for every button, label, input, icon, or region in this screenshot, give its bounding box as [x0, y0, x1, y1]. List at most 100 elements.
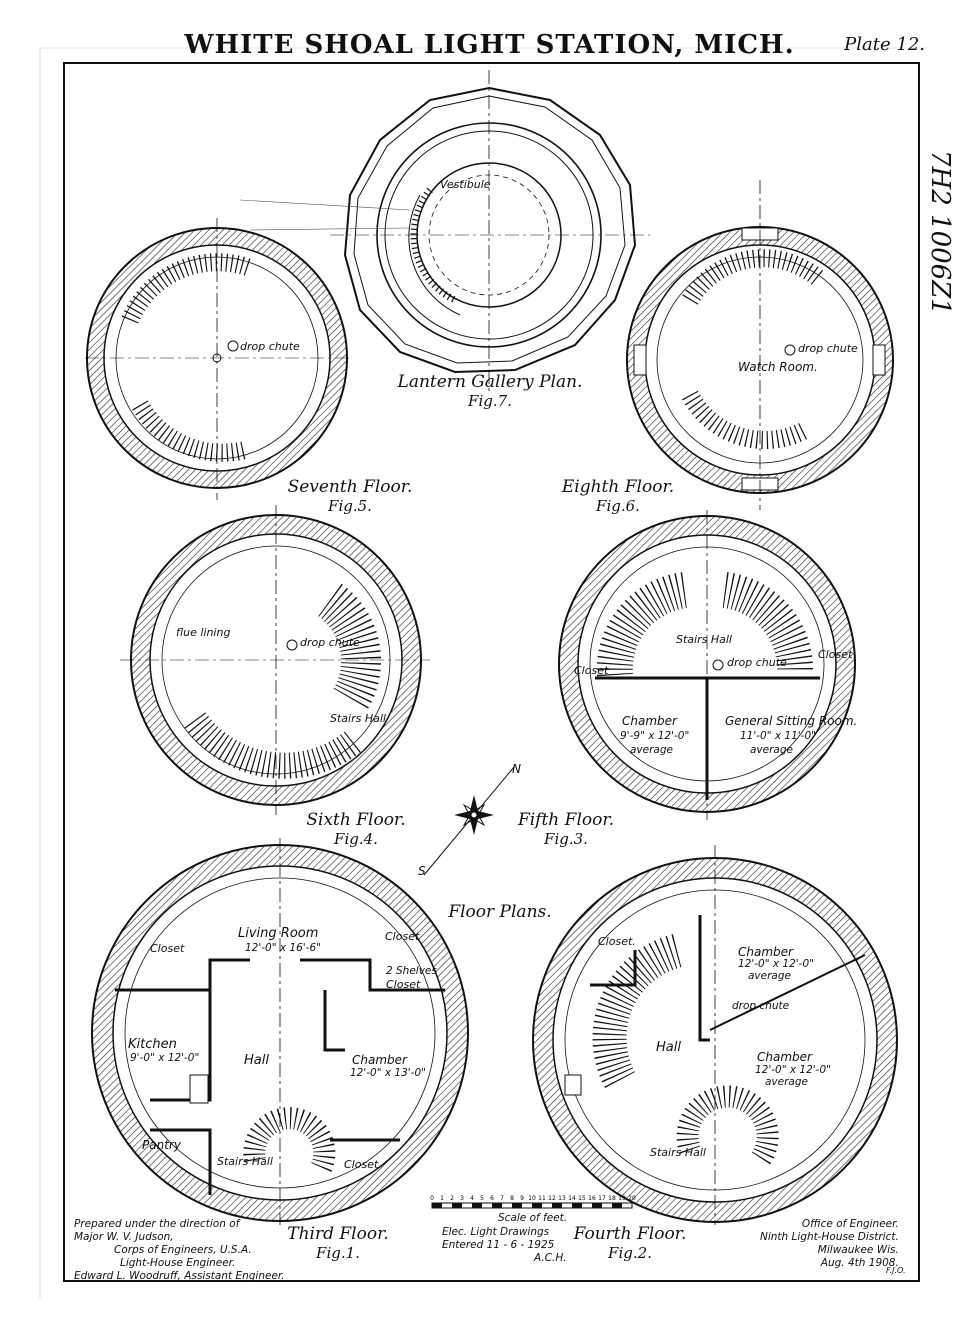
- room-chamber-5-avg: average: [630, 744, 673, 756]
- room-chamber-4b: Chamber: [757, 1050, 812, 1064]
- note-left: Prepared under the direction of Major W.…: [74, 1218, 285, 1283]
- sixth-floor-plan: [120, 505, 430, 815]
- plate-number: Plate 12.: [844, 34, 925, 55]
- note-center-line: Entered 11 - 6 - 1925: [442, 1239, 555, 1251]
- room-closet-4: Closet.: [598, 935, 636, 948]
- caption-fig5-name: Seventh Floor.: [287, 477, 413, 497]
- caption-fig7: Lantern Gallery Plan. Fig.7.: [390, 372, 590, 410]
- room-drop-chute-8: drop chute: [798, 342, 858, 355]
- scale-tick-label: 20: [628, 1195, 636, 1202]
- scale-tick-label: 15: [578, 1195, 586, 1202]
- note-left-line: Major W. V. Judson,: [74, 1231, 174, 1243]
- room-chamber-3-dim: 12'-0" x 13'-0": [350, 1067, 426, 1079]
- caption-fig4-name: Sixth Floor.: [306, 810, 406, 830]
- room-stairs-hall-6: Stairs Hall: [330, 712, 386, 725]
- caption-fig4: Sixth Floor. Fig.4.: [256, 810, 456, 848]
- scale-tick-label: 8: [510, 1195, 514, 1202]
- scale-tick-label: 9: [520, 1195, 524, 1202]
- room-stairs-hall-5: Stairs Hall: [676, 633, 732, 646]
- caption-fig2: Fourth Floor. Fig.2.: [530, 1224, 730, 1262]
- room-drop-chute-4: drop chute: [732, 1000, 790, 1012]
- caption-fig1: Third Floor. Fig.1.: [238, 1224, 438, 1262]
- scale-tick-label: 17: [598, 1195, 606, 1202]
- scale-label: Scale of feet.: [498, 1212, 568, 1224]
- room-hall-4: Hall: [656, 1040, 681, 1055]
- room-general-sitting: General Sitting Room.: [725, 714, 858, 728]
- caption-fig6-name: Eighth Floor.: [561, 477, 675, 497]
- compass-south: S: [418, 864, 426, 878]
- room-closet-3c: Closet: [386, 978, 421, 991]
- room-stairs-hall-4: Stairs Hall: [650, 1146, 706, 1159]
- room-living-room: Living Room: [238, 926, 319, 941]
- scale-tick-label: 11: [538, 1195, 546, 1202]
- caption-fig7-number: Fig.7.: [468, 392, 512, 410]
- room-chamber-4b-avg: average: [765, 1076, 808, 1088]
- caption-fig3: Fifth Floor. Fig.3.: [466, 810, 666, 848]
- room-chamber-4a-avg: average: [748, 970, 791, 982]
- scale-bar: [431, 1202, 633, 1209]
- room-chamber-4a: Chamber: [738, 945, 793, 959]
- room-chamber-3: Chamber: [352, 1053, 407, 1067]
- scale-tick-label: 16: [588, 1195, 596, 1202]
- scale-tick-label: 6: [490, 1195, 494, 1202]
- scale-tick-label: 4: [470, 1195, 474, 1202]
- drafter-initials: F.J.O.: [886, 1266, 906, 1275]
- room-hall-3: Hall: [244, 1053, 269, 1068]
- room-chamber-4b-dim: 12'-0" x 12'-0": [755, 1064, 831, 1076]
- note-right-line: Office of Engineer.: [801, 1218, 899, 1230]
- floor-plans-subtitle: Floor Plans.: [448, 902, 552, 922]
- lantern-gallery-plan: [239, 70, 650, 395]
- note-center-line: A.C.H.: [534, 1252, 567, 1264]
- seventh-floor-plan: [85, 218, 350, 500]
- caption-fig5-number: Fig.5.: [328, 497, 372, 515]
- scale-tick-label: 1: [440, 1195, 444, 1202]
- room-shelves-3: 2 Shelves: [386, 965, 437, 977]
- caption-fig6-number: Fig.6.: [596, 497, 640, 515]
- room-flue-lining-6: flue lining: [176, 626, 231, 639]
- scale-tick-label: 7: [500, 1195, 504, 1202]
- caption-fig3-number: Fig.3.: [544, 830, 588, 848]
- eighth-floor-plan: [626, 180, 894, 510]
- room-closet-5b: Closet: [818, 648, 853, 661]
- caption-fig2-number: Fig.2.: [608, 1244, 652, 1262]
- scale-tick-label: 13: [558, 1195, 566, 1202]
- scale-tick-label: 14: [568, 1195, 576, 1202]
- caption-fig1-name: Third Floor.: [287, 1224, 389, 1244]
- scale-tick-label: 5: [480, 1195, 484, 1202]
- room-pantry: Pantry: [142, 1138, 181, 1152]
- room-sitting-dim: 11'-0" x 11'-0": [740, 730, 816, 742]
- note-right-line: Aug. 4th 1908.: [820, 1257, 899, 1269]
- room-vestibule: Vestibule: [440, 178, 491, 191]
- scale-tick-label: 0: [430, 1195, 434, 1202]
- scale-tick-label: 10: [528, 1195, 536, 1202]
- caption-fig2-name: Fourth Floor.: [573, 1224, 687, 1244]
- side-stamp: 7H2 1006Z1: [925, 150, 955, 315]
- caption-fig4-number: Fig.4.: [334, 830, 378, 848]
- note-left-line: Corps of Engineers, U.S.A.: [114, 1244, 252, 1256]
- caption-fig5: Seventh Floor. Fig.5.: [250, 477, 450, 515]
- note-left-line: Light-House Engineer.: [120, 1257, 236, 1269]
- room-drop-chute-5: drop chute: [727, 656, 787, 669]
- caption-fig7-name: Lantern Gallery Plan.: [397, 372, 583, 392]
- room-stairs-hall-3: Stairs Hall: [217, 1155, 273, 1168]
- compass-north: N: [512, 762, 521, 776]
- compass-rose: [423, 766, 515, 876]
- note-left-line: Prepared under the direction of: [74, 1218, 240, 1230]
- note-right: Office of Engineer. Ninth Light-House Di…: [760, 1218, 899, 1270]
- room-chamber-4a-dim: 12'-0" x 12'-0": [738, 958, 814, 970]
- scale-tick-label: 3: [460, 1195, 464, 1202]
- fourth-floor-plan: [532, 845, 898, 1225]
- room-closet-3a: Closet: [150, 942, 185, 955]
- note-center-line: Elec. Light Drawings: [442, 1226, 550, 1238]
- drawing-border: [63, 62, 920, 1282]
- note-center: Elec. Light Drawings Entered 11 - 6 - 19…: [442, 1226, 567, 1265]
- room-closet-3b: Closet: [385, 930, 420, 943]
- room-kitchen: Kitchen: [128, 1037, 177, 1052]
- room-chamber-5: Chamber: [622, 714, 677, 728]
- caption-fig3-name: Fifth Floor.: [517, 810, 615, 830]
- sheet-title: WHITE SHOAL LIGHT STATION, MICH.: [184, 30, 795, 60]
- room-watch-room: Watch Room.: [738, 360, 818, 374]
- scale-tick-label: 18: [608, 1195, 616, 1202]
- room-chamber-5-dim: 9'-9" x 12'-0": [620, 730, 690, 742]
